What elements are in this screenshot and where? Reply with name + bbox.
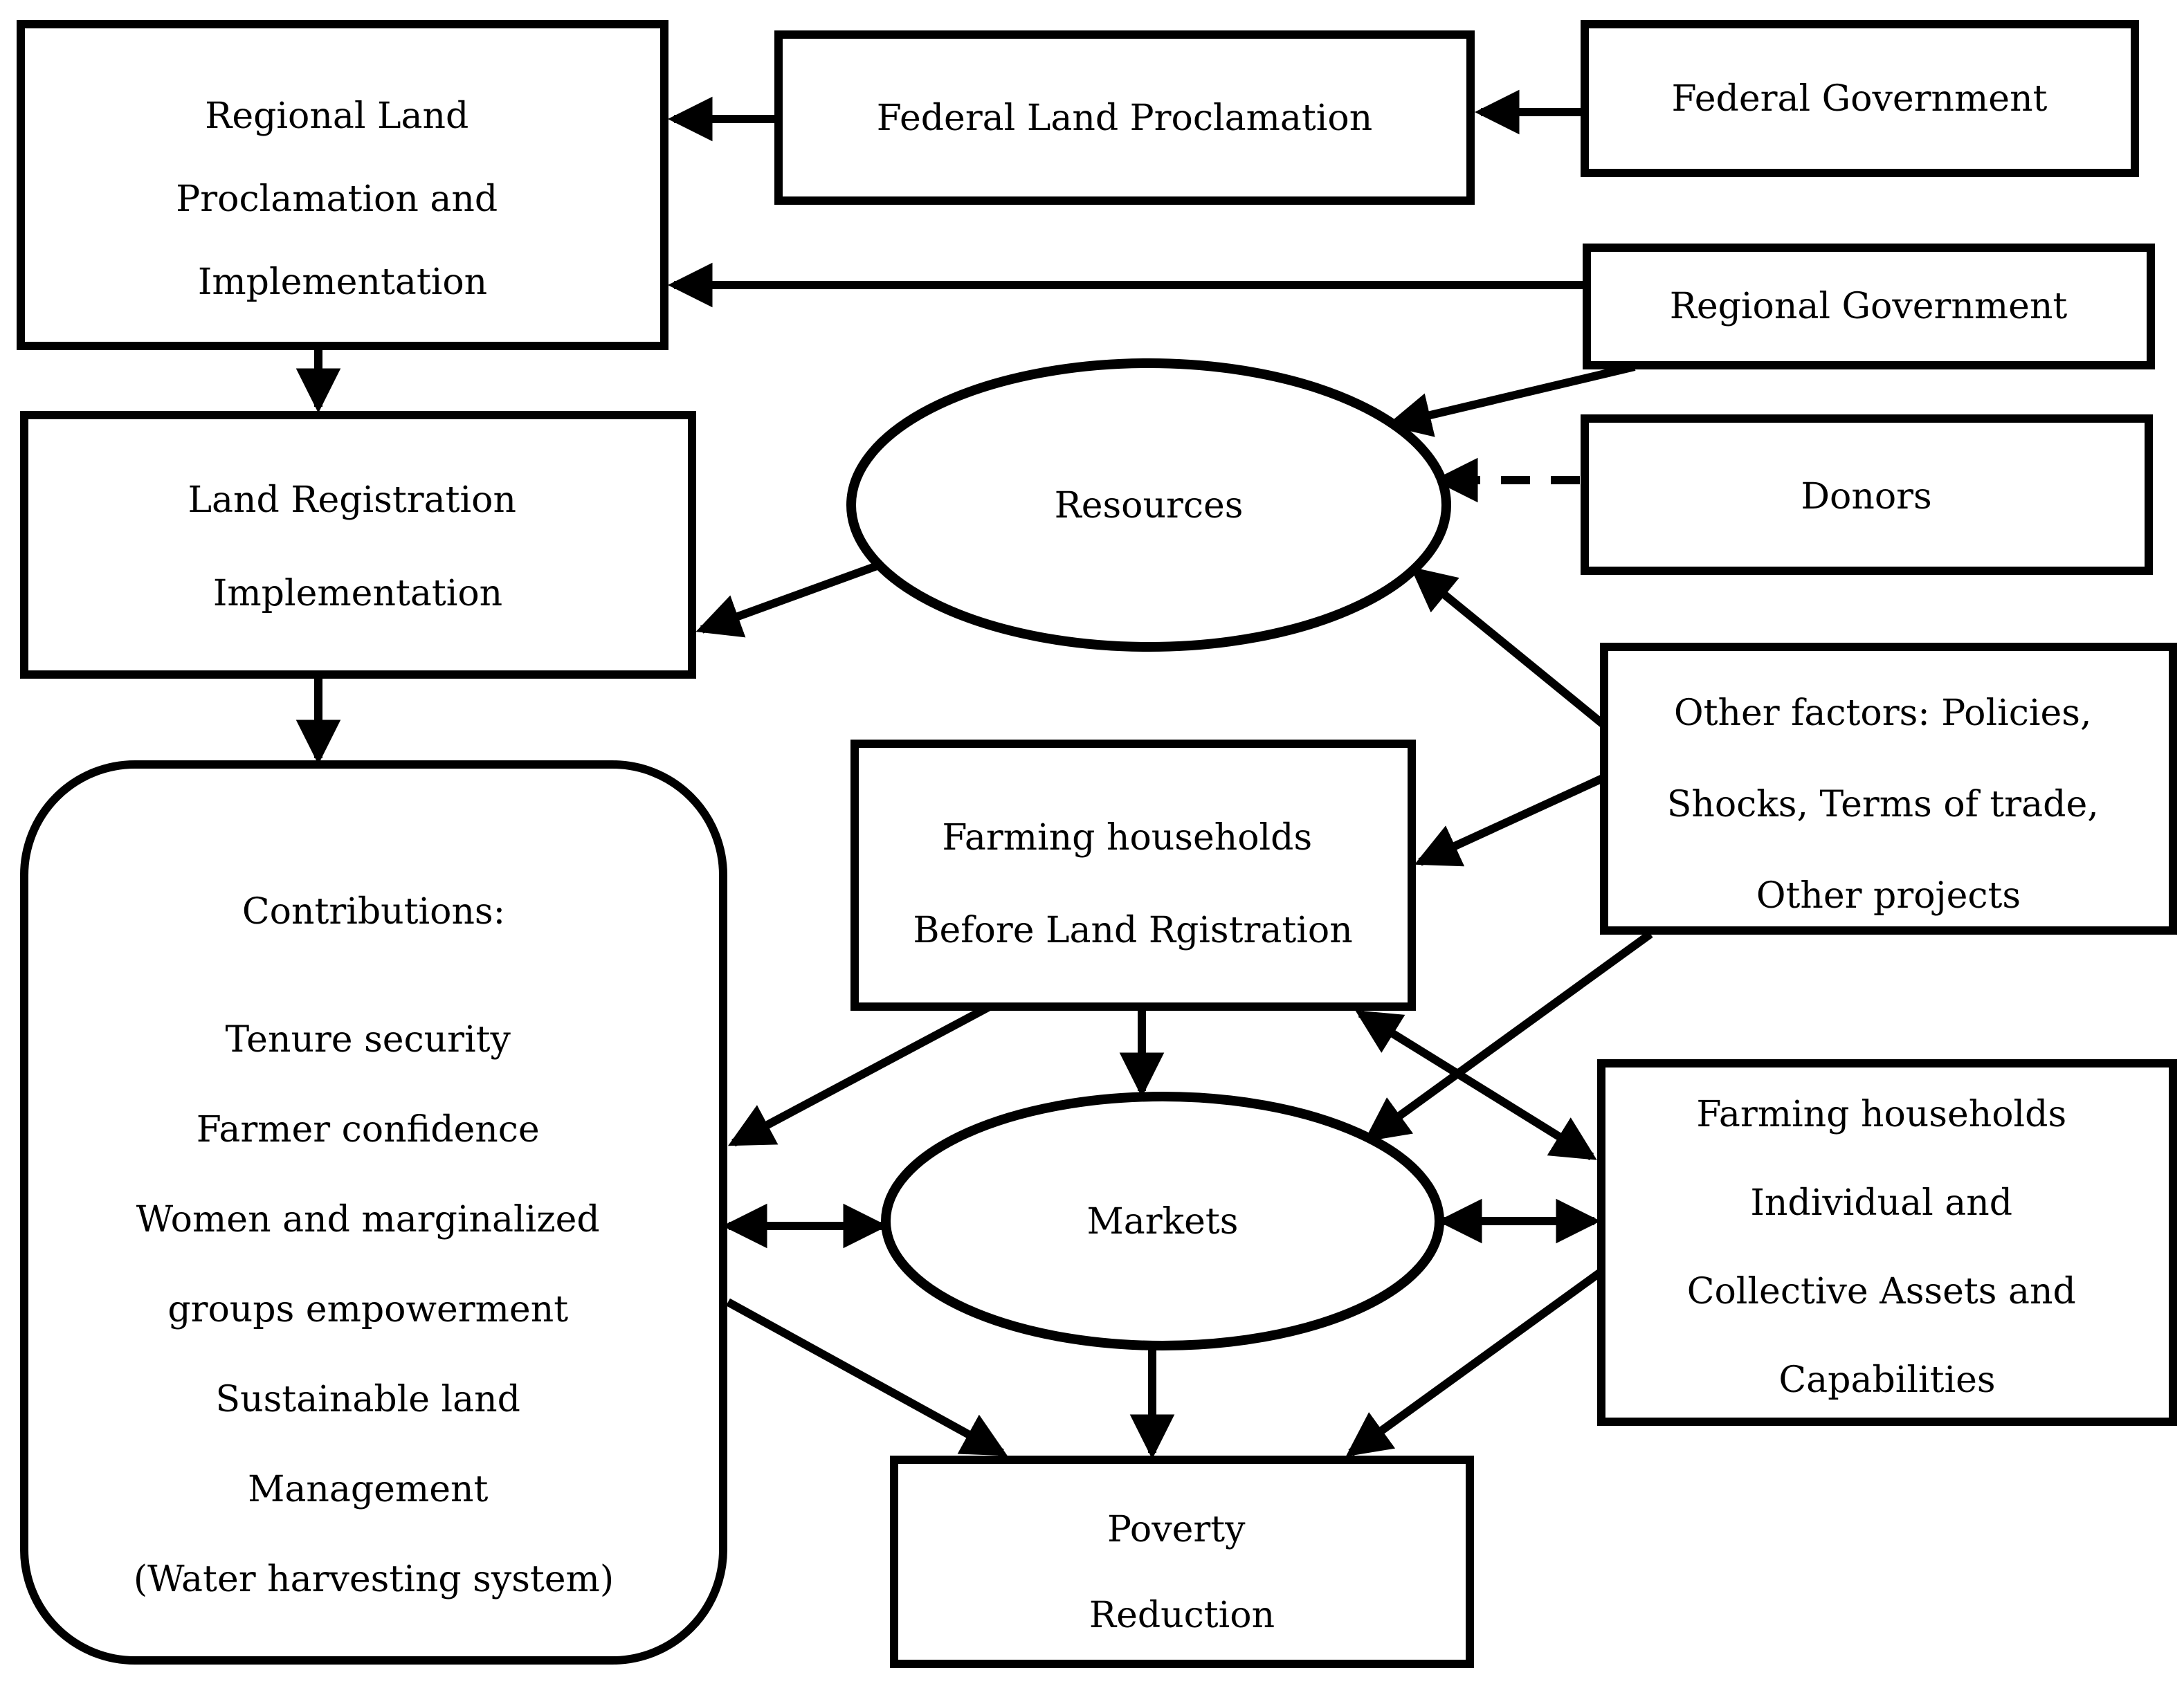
- regional-government-label: Regional Government: [1670, 286, 2068, 327]
- node-poverty-reduction: Poverty Reduction: [890, 1456, 1474, 1668]
- land-registration-box: [20, 411, 696, 679]
- contributions-box: [20, 760, 727, 1665]
- node-regional-land-proclamation: Regional Land Proclamation and Implement…: [17, 20, 668, 350]
- node-contributions: Contributions: Tenure security Farmer co…: [20, 760, 727, 1665]
- farming-households-assets-label: Farming households Individual and Collec…: [1687, 1094, 2088, 1401]
- other-factors-box: [1600, 643, 2177, 935]
- node-markets: Markets: [881, 1092, 1444, 1350]
- federal-land-proclamation-box: [774, 30, 1475, 205]
- farming-households-assets-box: [1597, 1059, 2177, 1426]
- edge-layer: [295, 89, 1653, 1460]
- node-farming-households-before: Farming households Before Land Rgistrati…: [850, 740, 1416, 1011]
- regional-land-proclamation-box: [17, 20, 668, 350]
- donors-label: Donors: [1801, 476, 1931, 517]
- contributions-list: Tenure security Farmer confidence Women …: [134, 1019, 614, 1600]
- other-factors-label: Other factors: Policies, Shocks, Terms o…: [1667, 693, 2111, 917]
- node-resources: Resources: [846, 358, 1451, 652]
- arrow-other-factors-to-resources: [1410, 567, 1607, 729]
- federal-land-proclamation-label: Federal Land Proclamation: [877, 98, 1372, 139]
- land-registration-label: Land Registration Implementation: [188, 479, 528, 614]
- markets-label: Markets: [1087, 1201, 1239, 1243]
- arrow-farming-assets-to-poverty: [1345, 1268, 1604, 1457]
- node-land-registration: Land Registration Implementation: [20, 411, 696, 679]
- node-federal-land-proclamation: Federal Land Proclamation: [774, 30, 1475, 205]
- regional-government-box: [1583, 244, 2155, 369]
- resources-ellipse: [846, 358, 1451, 652]
- node-federal-government: Federal Government: [1581, 20, 2139, 177]
- node-other-factors: Other factors: Policies, Shocks, Terms o…: [1600, 643, 2177, 935]
- poverty-reduction-label: Poverty Reduction: [1089, 1509, 1275, 1636]
- arrow-resources-to-land-registration: [695, 561, 881, 638]
- regional-land-proclamation-label: Regional Land Proclamation and Implement…: [176, 95, 509, 303]
- arrow-contributions-to-poverty: [726, 1298, 1008, 1457]
- node-donors: Donors: [1581, 414, 2153, 575]
- federal-government-box: [1581, 20, 2139, 177]
- node-farming-households-assets: Farming households Individual and Collec…: [1597, 1059, 2177, 1426]
- resources-label: Resources: [1055, 485, 1244, 526]
- contributions-title: Contributions:: [242, 891, 505, 933]
- arrow-regional-government-to-resources: [1386, 363, 1636, 437]
- farming-households-before-label: Farming households Before Land Rgistrati…: [913, 817, 1352, 951]
- arrow-farming-before-to-contributions: [727, 1002, 992, 1147]
- poverty-reduction-box: [890, 1456, 1474, 1668]
- node-regional-government: Regional Government: [1583, 244, 2155, 369]
- markets-ellipse: [881, 1092, 1444, 1350]
- donors-box: [1581, 414, 2153, 575]
- federal-government-label: Federal Government: [1672, 78, 2048, 120]
- arrow-farming-before-farming-assets-bidirectional: [1355, 1009, 1597, 1161]
- arrow-other-factors-to-farming-before: [1414, 773, 1606, 867]
- farming-households-before-box: [850, 740, 1416, 1011]
